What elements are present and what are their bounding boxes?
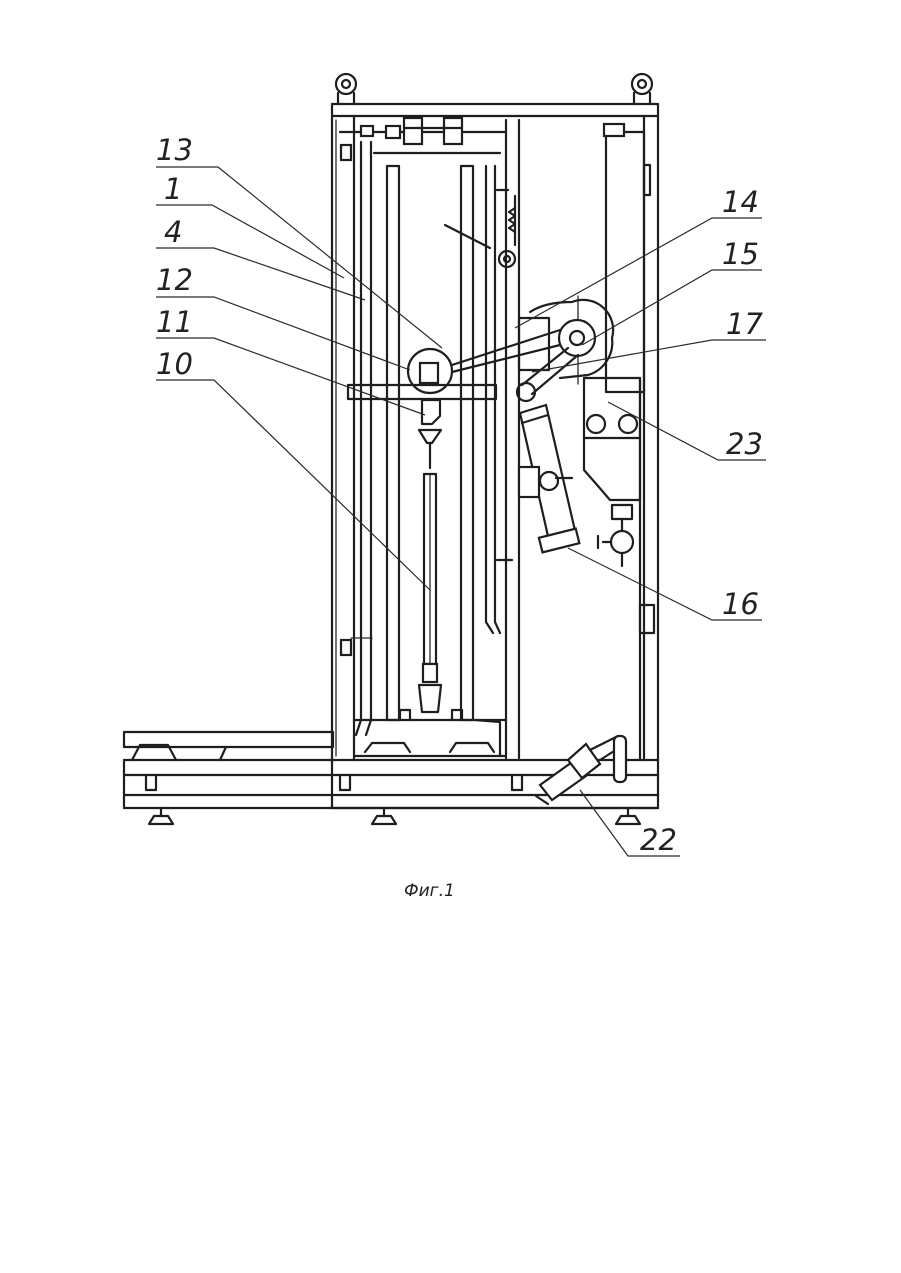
label-22: 22 (640, 823, 677, 857)
label-17: 17 (726, 307, 763, 341)
inner-floor (354, 710, 506, 756)
label-14: 14 (722, 185, 759, 219)
pneumatic-cylinder (517, 348, 579, 552)
label-4: 4 (164, 215, 182, 249)
reference-labels: 13 1 4 12 11 10 14 15 17 23 16 22 (156, 133, 763, 857)
label-15: 15 (722, 237, 759, 271)
label-12: 12 (156, 263, 193, 297)
top-mechanism (340, 118, 506, 160)
figure-caption: Фиг.1 (404, 881, 455, 901)
label-11: 11 (156, 305, 193, 339)
label-16: 16 (722, 587, 759, 621)
leveling-feet (149, 808, 640, 824)
control-block (584, 378, 640, 566)
vertical-columns (387, 166, 512, 720)
drive-pulley (519, 296, 613, 384)
label-13: 13 (156, 133, 193, 167)
telescopic-rod (419, 474, 441, 712)
label-10: 10 (156, 347, 193, 381)
label-1: 1 (164, 172, 182, 206)
left-guide-rails (341, 142, 372, 735)
lifting-eye-right (632, 74, 652, 104)
lifting-eye-left (336, 74, 356, 104)
label-23: 23 (726, 427, 763, 461)
spring-lever (445, 196, 515, 267)
pedal-mechanism (536, 736, 626, 804)
